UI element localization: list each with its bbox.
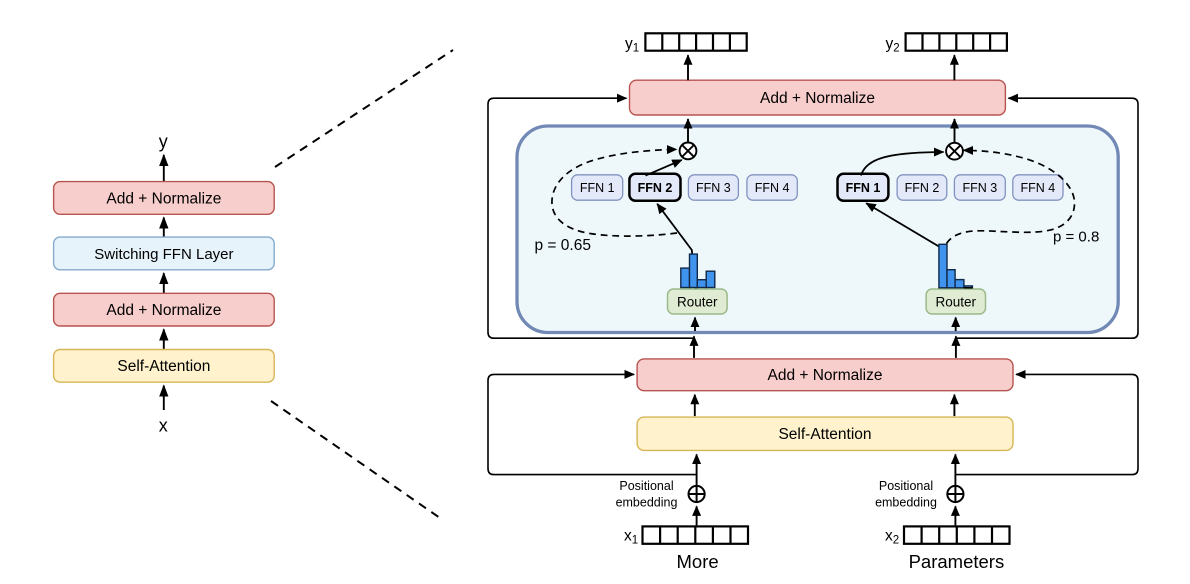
svg-text:embedding: embedding bbox=[875, 496, 937, 510]
svg-text:x: x bbox=[159, 416, 168, 436]
svg-text:Self-Attention: Self-Attention bbox=[117, 358, 210, 375]
svg-text:x1: x1 bbox=[624, 528, 638, 547]
svg-text:y: y bbox=[159, 132, 168, 152]
svg-text:Self-Attention: Self-Attention bbox=[778, 426, 871, 443]
svg-text:FFN 4: FFN 4 bbox=[1021, 181, 1056, 195]
svg-text:Router: Router bbox=[936, 294, 977, 309]
svg-text:Switching FFN Layer: Switching FFN Layer bbox=[94, 246, 233, 263]
svg-text:Add + Normalize: Add + Normalize bbox=[767, 367, 882, 384]
svg-text:FFN 4: FFN 4 bbox=[755, 181, 790, 195]
svg-text:FFN 1: FFN 1 bbox=[580, 181, 615, 195]
svg-text:embedding: embedding bbox=[616, 496, 678, 510]
svg-text:Router: Router bbox=[677, 294, 718, 309]
svg-text:Positional: Positional bbox=[879, 479, 933, 493]
svg-text:Positional: Positional bbox=[619, 479, 673, 493]
svg-text:y2: y2 bbox=[886, 36, 900, 55]
svg-text:FFN 3: FFN 3 bbox=[696, 181, 731, 195]
svg-text:FFN 3: FFN 3 bbox=[963, 181, 998, 195]
svg-text:FFN 2: FFN 2 bbox=[905, 181, 940, 195]
svg-text:Add + Normalize: Add + Normalize bbox=[760, 90, 875, 107]
svg-text:More: More bbox=[677, 551, 719, 572]
svg-text:Add + Normalize: Add + Normalize bbox=[106, 302, 221, 319]
svg-text:FFN 1: FFN 1 bbox=[846, 181, 881, 195]
svg-text:x2: x2 bbox=[885, 528, 899, 547]
svg-text:Parameters: Parameters bbox=[909, 551, 1005, 572]
svg-text:Add + Normalize: Add + Normalize bbox=[106, 190, 221, 207]
svg-text:p = 0.8: p = 0.8 bbox=[1053, 229, 1099, 246]
svg-text:p = 0.65: p = 0.65 bbox=[535, 237, 591, 254]
svg-text:FFN 2: FFN 2 bbox=[638, 181, 673, 195]
svg-text:y1: y1 bbox=[625, 36, 639, 55]
